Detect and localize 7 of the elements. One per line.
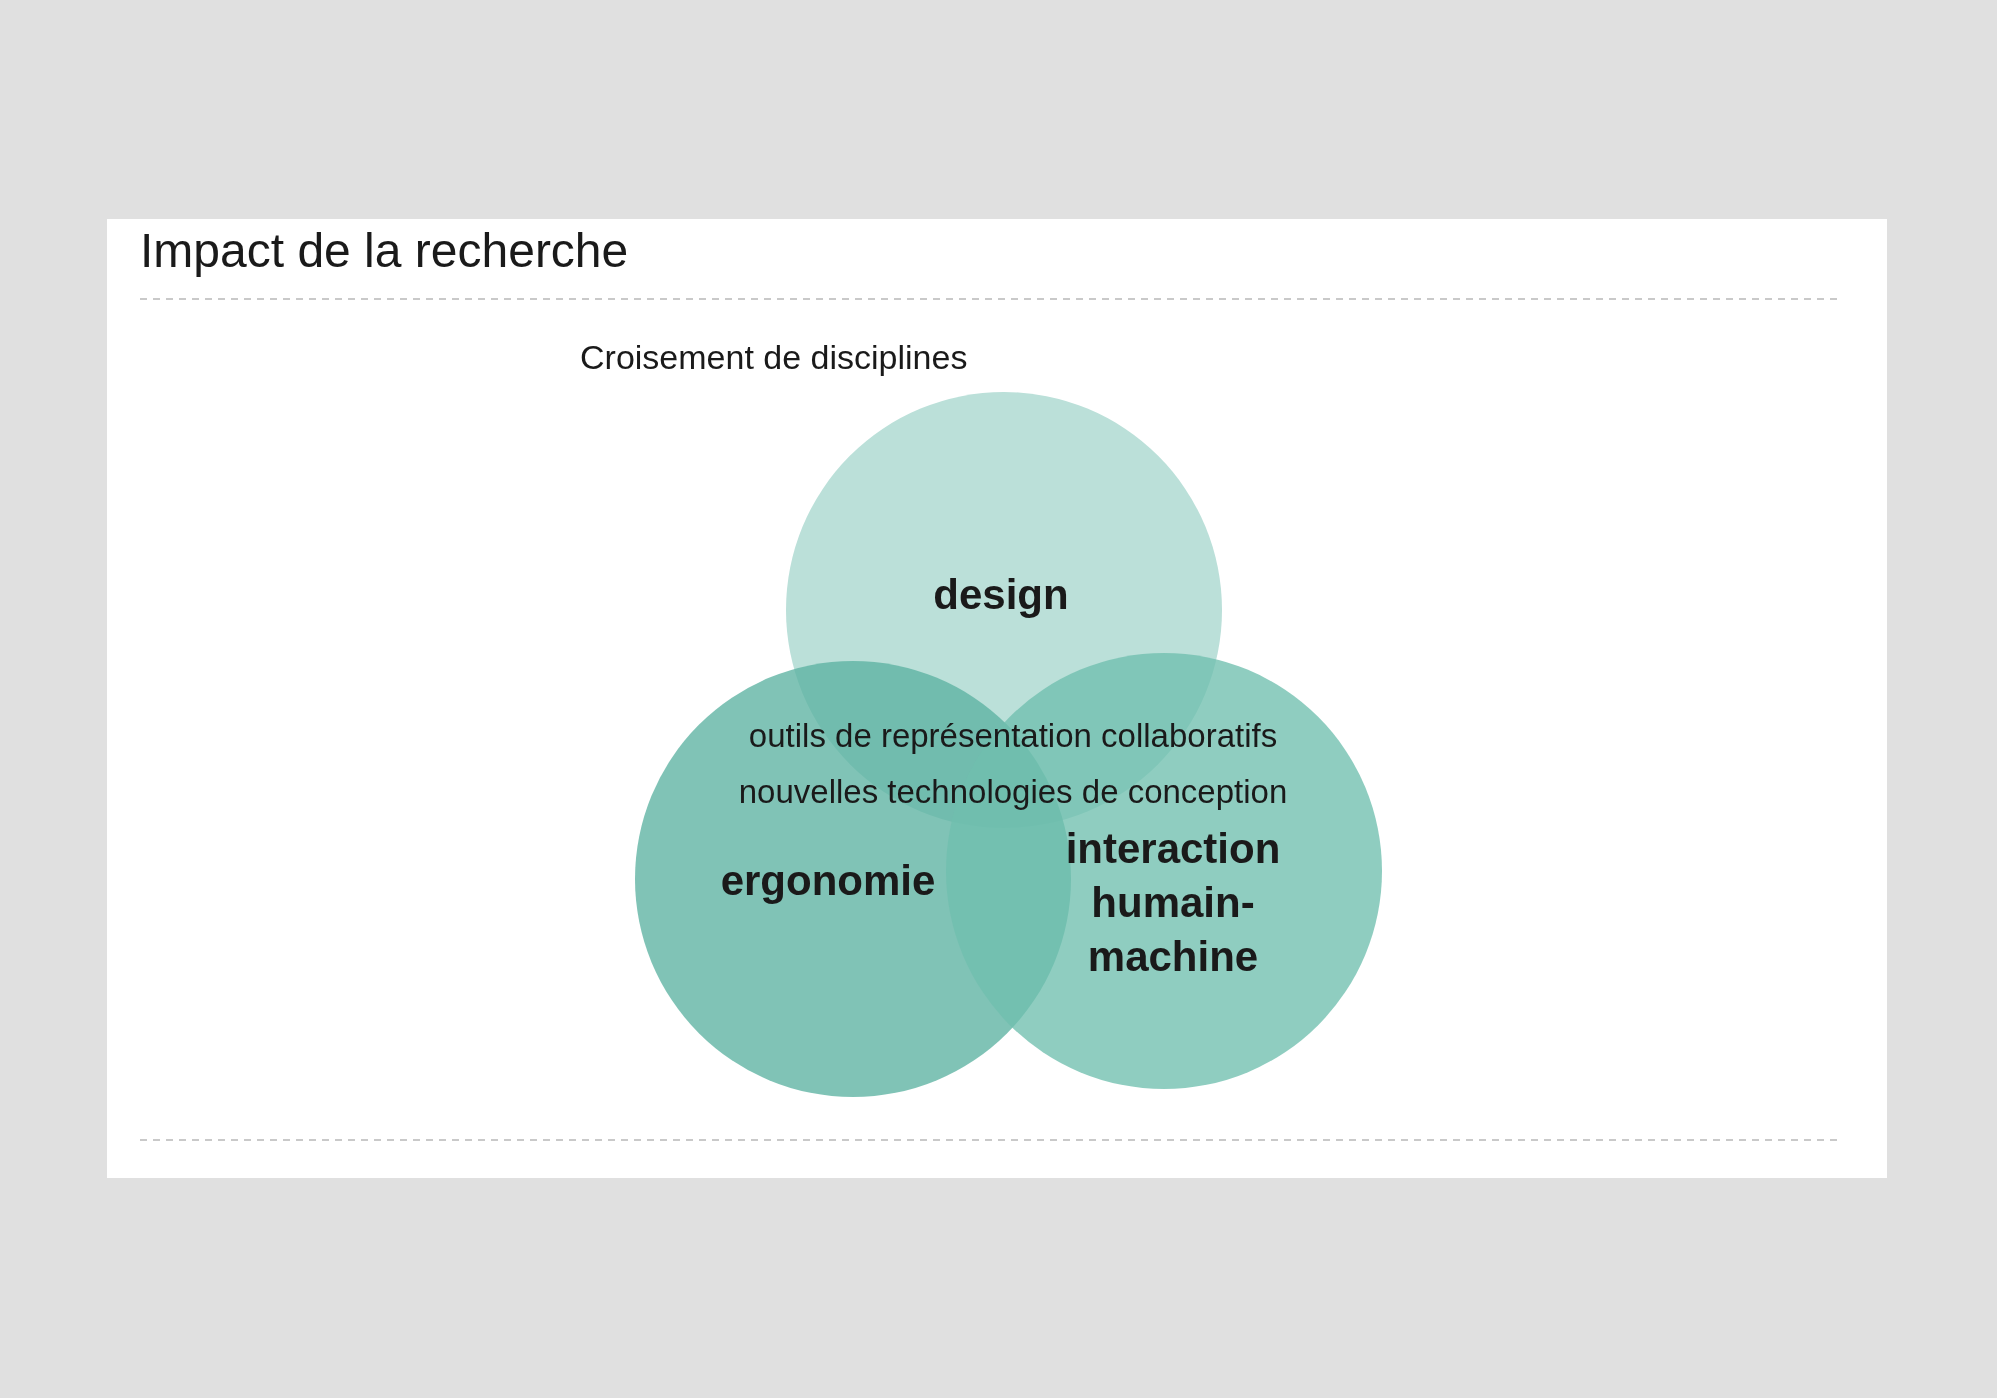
subtitle: Croisement de disciplines <box>580 337 968 377</box>
overlap-label: outils de représentation collaboratifs <box>748 717 1278 755</box>
overlap-label: nouvelles technologies de conception <box>738 773 1288 811</box>
discipline-label: ergonomie <box>719 856 937 907</box>
discipline-label: design <box>932 570 1070 621</box>
slide-title: Impact de la recherche <box>140 223 629 278</box>
discipline-label: interaction humain-machine <box>1064 824 1282 982</box>
